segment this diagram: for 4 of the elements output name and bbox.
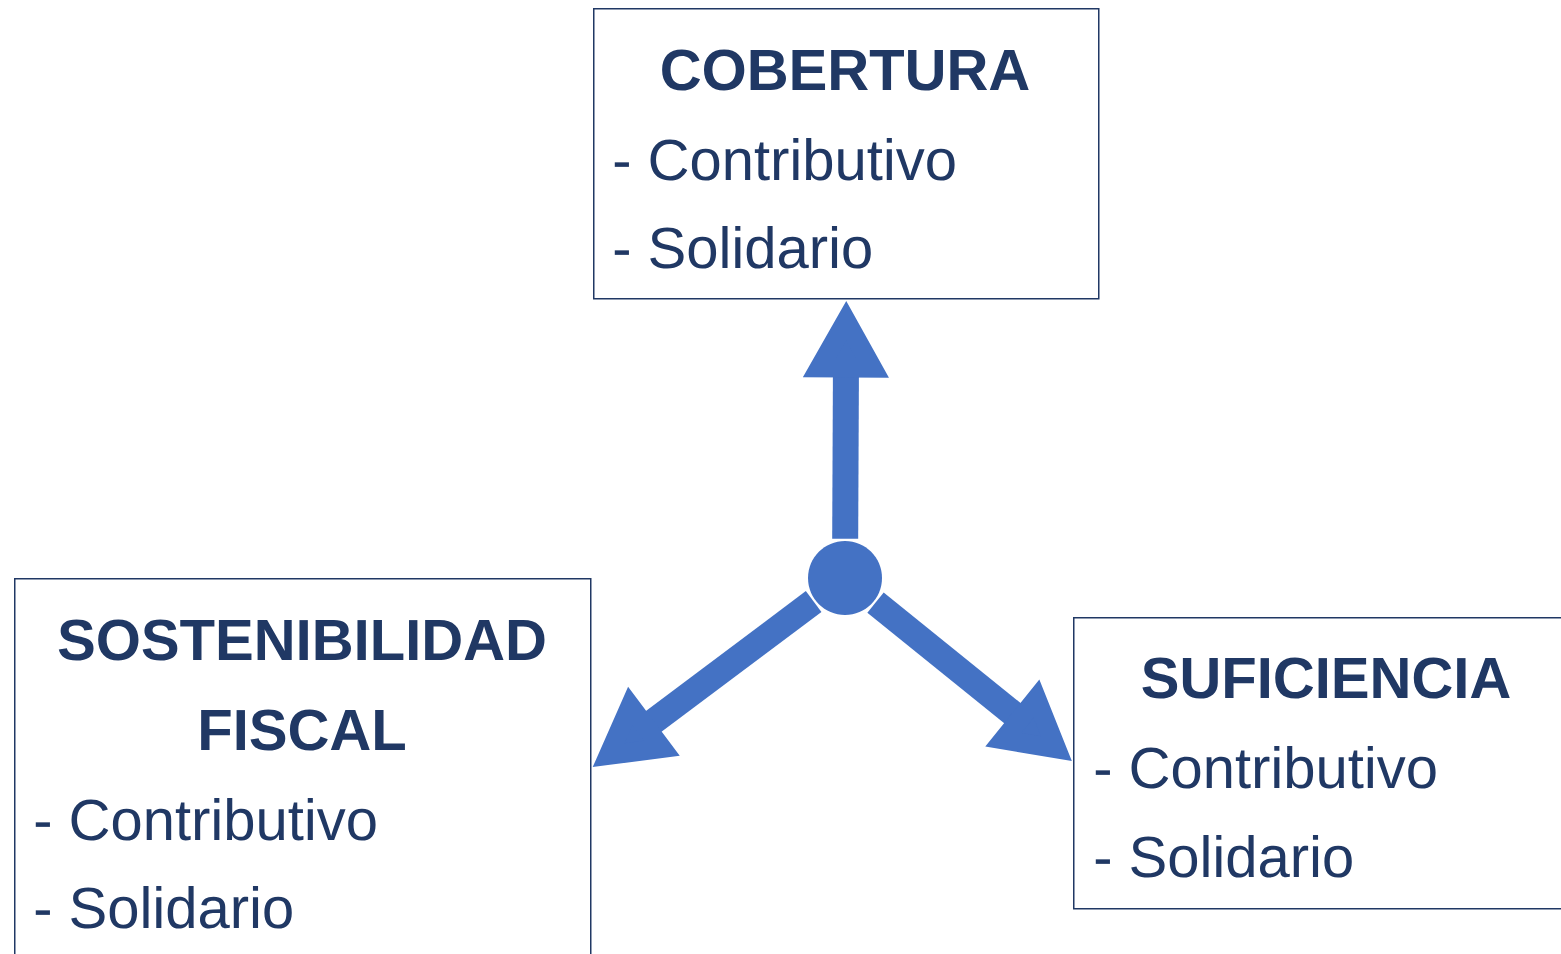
text-box: SOSTENIBILIDAD FISCAL - Contributivo - Solidario <box>14 578 592 954</box>
hub-circle <box>808 541 882 615</box>
text-box: COBERTURA - Contributivo - Solidario <box>593 8 1100 300</box>
text-box: SUFICIENCIA - Contributivo - Solidario <box>1073 617 1561 910</box>
